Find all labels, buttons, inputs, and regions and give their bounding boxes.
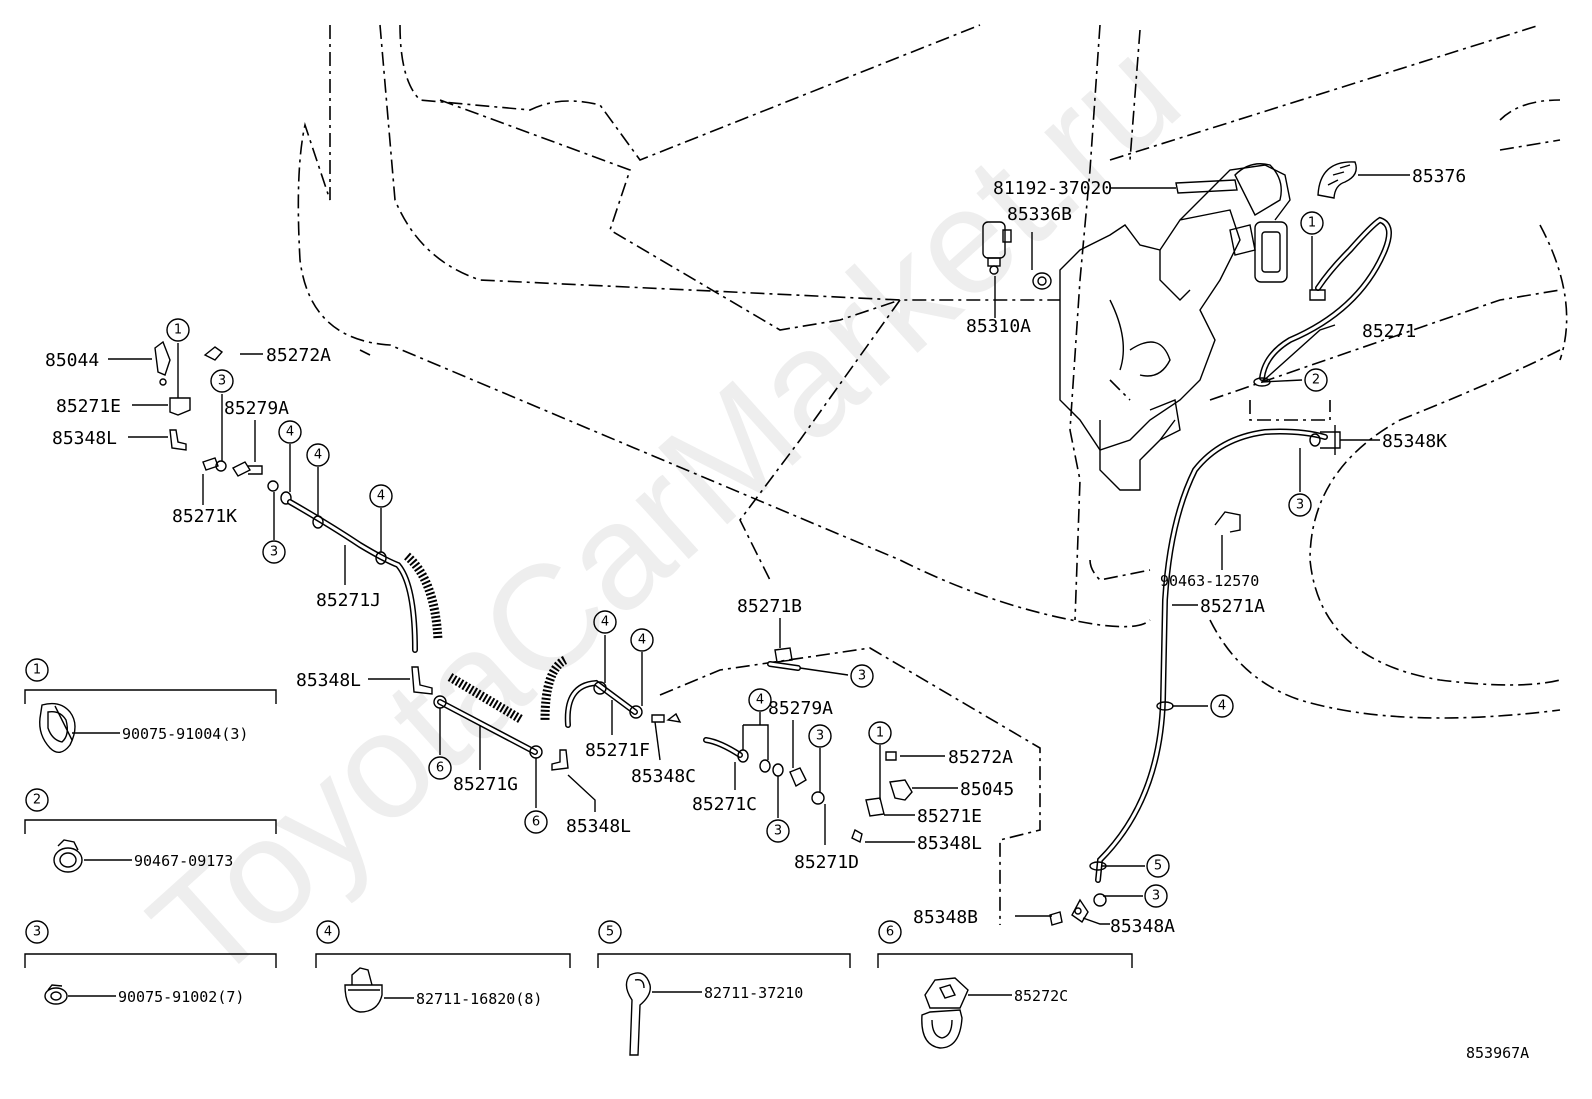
clip-3-icon [44,984,68,1005]
svg-text:1: 1 [876,726,884,741]
svg-text:4: 4 [314,448,322,463]
legend-part-2: 90467-09173 [134,852,233,870]
svg-text:3: 3 [774,824,782,839]
callout-85348B: 85348B [913,907,978,928]
clip-6-icon [921,977,969,1049]
front-washer-hoses [154,340,913,844]
svg-text:3: 3 [1296,498,1304,513]
callout-85271E: 85271E [56,396,121,417]
svg-text:3: 3 [33,925,41,940]
rear-washer-hose [1089,216,1392,907]
svg-text:1: 1 [33,663,41,678]
legend-item-5: 5 82711-37210 [597,920,851,1056]
callout-85271B: 85271B [737,596,802,617]
callout-81192-37020: 81192-37020 [993,178,1112,199]
clip-2-icon [53,839,83,873]
callout-85271: 85271 [1362,321,1416,342]
legend-part-5: 82711-37210 [704,984,803,1002]
svg-text:4: 4 [601,615,609,630]
leader-lines [108,174,1410,925]
callout-90463-12570: 90463-12570 [1160,572,1259,590]
washer-pump [982,221,1012,275]
callout-85271J: 85271J [316,590,381,611]
legend-part-1: 90075-91004(3) [122,725,248,743]
legend-part-6: 85272C [1014,987,1068,1005]
callout-85271F: 85271F [585,740,650,761]
callout-85348K: 85348K [1382,431,1447,452]
legend-part-4: 82711-16820(8) [416,990,542,1008]
svg-text:4: 4 [638,633,646,648]
legend: 1 90075-91004(3) 2 90467-09173 [24,658,1133,1056]
callout-85271A: 85271A [1200,596,1265,617]
svg-text:3: 3 [816,729,824,744]
legend-item-2: 2 90467-09173 [24,788,277,873]
svg-text:3: 3 [1152,889,1160,904]
callout-85348A: 85348A [1110,916,1175,937]
callout-85376: 85376 [1412,166,1466,187]
callout-85348L: 85348L [296,670,361,691]
hose-clip [1214,511,1241,533]
clamp-4-icon [344,967,383,1013]
callout-85271K: 85271K [172,506,237,527]
callout-85348C: 85348C [631,766,696,787]
diagram-reference-circles: 1 3 4 4 3 4 6 6 4 4 4 3 3 3 1 1 2 3 4 5 … [166,211,1328,908]
legend-part-3: 90075-91002(7) [118,988,244,1006]
callout-85348L: 85348L [917,833,982,854]
legend-item-4: 4 82711-16820(8) [315,920,571,1013]
callout-85336B: 85336B [1007,204,1072,225]
grommet [1032,272,1052,290]
caution-label [1175,179,1238,194]
legend-item-6: 6 85272C [877,920,1133,1049]
svg-text:4: 4 [324,925,332,940]
svg-text:6: 6 [532,815,540,830]
legend-item-3: 3 90075-91002(7) [24,920,277,1006]
rear-nozzle [1049,898,1089,926]
svg-text:4: 4 [286,425,294,440]
tie-5-icon [625,972,651,1056]
svg-text:5: 5 [1154,859,1162,874]
svg-text:4: 4 [377,489,385,504]
callout-85271G: 85271G [453,774,518,795]
svg-text:5: 5 [606,925,614,940]
legend-item-1: 1 90075-91004(3) [24,658,277,753]
watermark: ToyotaCarMarket.ru [119,8,1210,1014]
clip-1-icon [39,702,76,753]
svg-text:6: 6 [886,925,894,940]
callout-85272A: 85272A [266,345,331,366]
callout-85279A: 85279A [224,398,289,419]
part-callouts: 85044 85272A 85271E 85279A 85348L 85271K… [45,166,1466,937]
callout-85272A: 85272A [948,747,1013,768]
vehicle-body-outline [297,24,1568,925]
callout-85310A: 85310A [966,316,1031,337]
callout-85045: 85045 [960,779,1014,800]
washer-tank [1059,163,1291,491]
svg-text:1: 1 [1308,216,1316,231]
callout-85271D: 85271D [794,852,859,873]
callout-85348L: 85348L [566,816,631,837]
callout-85348L: 85348L [52,428,117,449]
svg-text:3: 3 [270,545,278,560]
callout-85044: 85044 [45,350,99,371]
svg-text:3: 3 [858,669,866,684]
svg-text:1: 1 [174,323,182,338]
callout-85271E: 85271E [917,806,982,827]
figure-id: 853967A [1466,1044,1529,1062]
svg-text:2: 2 [1312,373,1320,388]
callout-85279A: 85279A [768,698,833,719]
svg-text:6: 6 [436,761,444,776]
svg-text:3: 3 [218,374,226,389]
svg-text:4: 4 [1218,699,1226,714]
callout-85271C: 85271C [692,794,757,815]
svg-text:2: 2 [33,793,41,808]
svg-text:4: 4 [756,693,764,708]
